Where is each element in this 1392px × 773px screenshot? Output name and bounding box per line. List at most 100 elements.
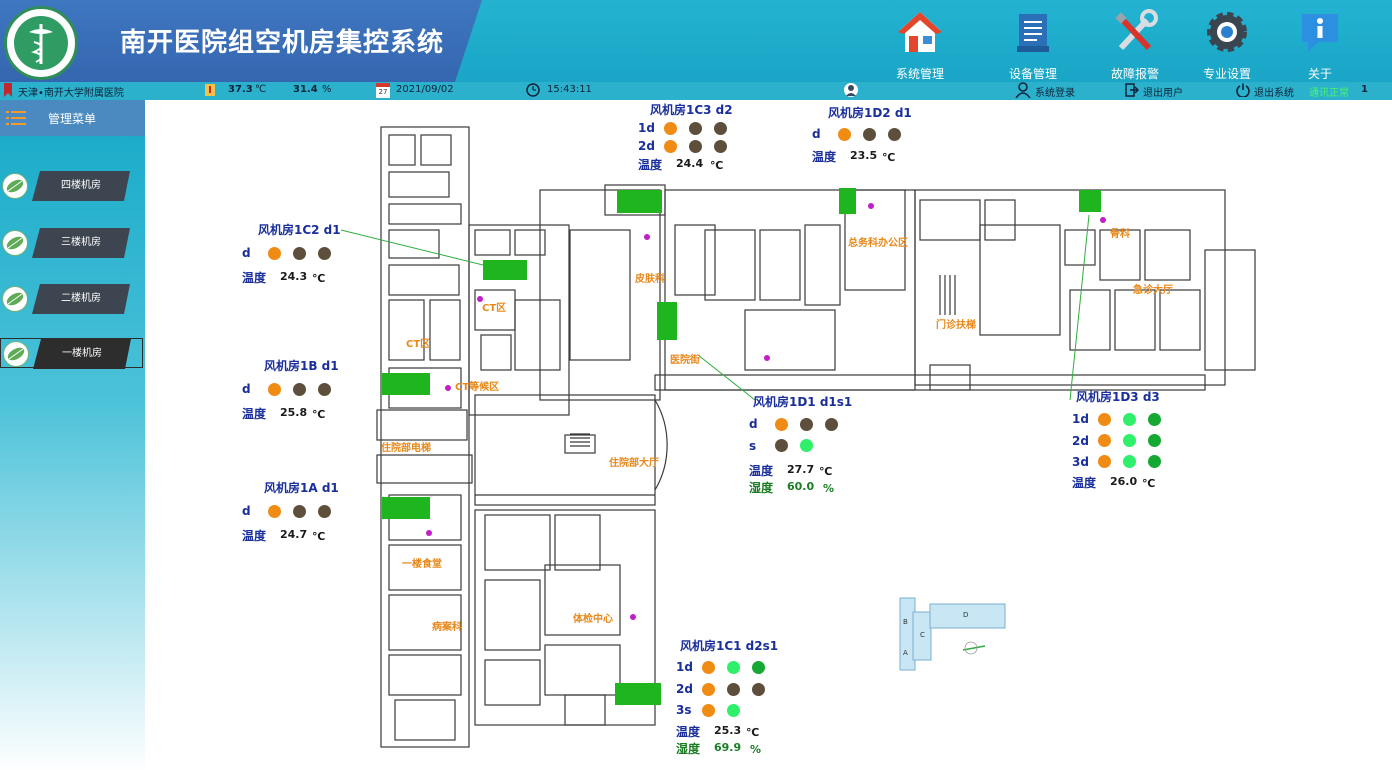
temperature-label: 温度 — [242, 271, 267, 285]
leaf-icon — [2, 230, 28, 256]
temperature-unit: ℃ — [312, 408, 326, 421]
air-handler-1c1[interactable] — [615, 683, 661, 705]
nav-about[interactable]: 关于 — [1280, 8, 1360, 81]
unit-row-label: 2d — [638, 139, 655, 153]
nav-label: 专业设置 — [1202, 67, 1251, 81]
humidity-value: 69.9 — [714, 741, 742, 754]
status-indicator — [727, 683, 740, 696]
unit-row-label: 3s — [676, 703, 692, 717]
air-handler-1c3[interactable] — [617, 190, 662, 213]
unit-card-1a[interactable]: 风机房1A d1 d 温度 24.7 ℃ — [240, 479, 370, 543]
unit-title: 风机房1C2 d1 — [258, 223, 341, 237]
room-label-emergency-hall: 急诊大厅 — [1133, 285, 1173, 296]
status-indicator — [1148, 434, 1161, 447]
status-indicator — [702, 683, 715, 696]
sidebar-item-second-floor[interactable]: 二楼机房 — [0, 284, 145, 314]
status-indicator — [727, 704, 740, 717]
room-label-inpatient-elevator: 住院部电梯 — [381, 443, 431, 454]
unit-card-1d1[interactable]: 风机房1D1 d1s1 d s 温度 27.7 ℃ 湿度 60.0 % — [747, 393, 877, 497]
status-indicator — [293, 505, 306, 518]
communication-status: 通讯正常 — [1309, 88, 1349, 99]
poi-marker — [426, 530, 432, 536]
tools-icon — [1115, 9, 1158, 51]
login-button[interactable]: 系统登录 — [1035, 88, 1075, 99]
unit-card-1d2[interactable]: 风机房1D2 d1 d 温度 23.5 ℃ — [810, 104, 940, 164]
sidebar-item-label: 三楼机房 — [32, 228, 130, 258]
temperature-label: 温度 — [676, 725, 701, 739]
gear-icon — [1207, 12, 1247, 52]
room-label-first-floor-canteen: 一楼食堂 — [402, 559, 442, 570]
floor-plan: A B C D 皮肤科 总务科办公区 骨科 急诊大厅 CT区 CT区 CT等候区… — [145, 100, 1392, 773]
temperature-value: 26.0 — [1110, 475, 1138, 488]
bookmark-icon — [4, 83, 12, 97]
status-indicator — [714, 140, 727, 153]
room-label-dermatology: 皮肤科 — [635, 274, 665, 285]
leaf-icon — [2, 286, 28, 312]
temperature-unit: ℃ — [1142, 477, 1156, 490]
status-indicator — [702, 661, 715, 674]
room-label-ct-waiting: CT等候区 — [455, 382, 500, 393]
nav-system-management[interactable]: 系统管理 — [880, 8, 960, 81]
unit-row-label: 1d — [676, 660, 693, 674]
unit-title: 风机房1C1 d2s1 — [680, 639, 779, 653]
temperature-label: 温度 — [242, 407, 267, 421]
unit-title: 风机房1A d1 — [264, 481, 339, 495]
menu-header: 管理菜单 — [0, 100, 145, 136]
nav-label: 设备管理 — [1008, 67, 1057, 81]
status-indicator — [714, 122, 727, 135]
nav-label: 故障报警 — [1110, 67, 1159, 81]
app-title: 南开医院组空机房集控系统 — [120, 28, 445, 58]
nav-professional-settings[interactable]: 专业设置 — [1187, 8, 1267, 81]
sidebar-item-first-floor[interactable]: 一楼机房 — [0, 338, 143, 369]
home-icon — [898, 12, 942, 52]
status-indicator — [664, 122, 677, 135]
status-indicator — [689, 122, 702, 135]
status-indicator — [318, 247, 331, 260]
sidebar-item-fourth-floor[interactable]: 四楼机房 — [0, 171, 145, 201]
title-plate — [0, 0, 482, 82]
logout-user-button[interactable]: 退出用户 — [1143, 88, 1183, 99]
unit-row-label: d — [812, 127, 821, 141]
humidity-unit: % — [750, 743, 762, 756]
air-handler-1d1[interactable] — [657, 302, 677, 340]
unit-title: 风机房1D1 d1s1 — [753, 395, 853, 409]
unit-card-1b[interactable]: 风机房1B d1 d 温度 25.8 ℃ — [240, 357, 370, 421]
status-indicator — [1098, 413, 1111, 426]
status-indicator — [863, 128, 876, 141]
sidebar-item-third-floor[interactable]: 三楼机房 — [0, 228, 145, 258]
temperature-value: 24.3 — [280, 270, 308, 283]
power-icon[interactable] — [1236, 83, 1250, 97]
exit-system-button[interactable]: 退出系统 — [1254, 88, 1294, 99]
poi-marker — [630, 614, 636, 620]
logout-user-icon[interactable] — [1125, 83, 1139, 97]
unit-card-1c1[interactable]: 风机房1C1 d2s1 1d 2d 3s 温度 25.3 ℃ 湿度 69.9 % — [674, 637, 804, 761]
status-indicator — [825, 418, 838, 431]
document-icon — [1017, 14, 1049, 52]
user-avatar-icon — [844, 83, 858, 97]
air-handler-1c2[interactable] — [483, 260, 527, 280]
temperature-value: 25.3 — [714, 724, 742, 737]
unit-card-1c3[interactable]: 风机房1C3 d2 1d 2d 温度 24.4 ℃ — [636, 101, 766, 172]
login-icon[interactable] — [1014, 82, 1032, 98]
status-indicator — [293, 247, 306, 260]
nav-device-management[interactable]: 设备管理 — [993, 8, 1073, 81]
leaf-icon — [2, 173, 28, 199]
temperature-value: 27.7 — [787, 463, 815, 476]
air-handler-1b[interactable] — [382, 373, 430, 395]
unit-title: 风机房1D3 d3 — [1076, 390, 1160, 404]
nav-fault-alarm[interactable]: 故障报警 — [1095, 8, 1175, 81]
air-handler-1d3[interactable] — [1079, 190, 1101, 212]
sidebar-item-label: 四楼机房 — [32, 171, 130, 201]
air-handler-1a[interactable] — [382, 497, 430, 519]
calendar-icon: 27 — [376, 83, 390, 98]
status-indicator — [268, 383, 281, 396]
unit-card-1d3[interactable]: 风机房1D3 d3 1d 2d 3d 温度 26.0 ℃ — [1070, 388, 1190, 492]
unit-card-1c2[interactable]: 风机房1C2 d1 d 温度 24.3 ℃ — [240, 221, 370, 285]
unit-row-label: 1d — [638, 121, 655, 135]
air-handler-1d2[interactable] — [839, 188, 856, 214]
humidity-unit: % — [823, 482, 835, 495]
status-indicator — [1148, 455, 1161, 468]
status-indicator — [727, 661, 740, 674]
status-bar: 天津•南开大学附属医院 37.3 ℃ 31.4 % 27 2021/09/02 … — [0, 82, 1392, 100]
unit-row-label: 2d — [676, 682, 693, 696]
